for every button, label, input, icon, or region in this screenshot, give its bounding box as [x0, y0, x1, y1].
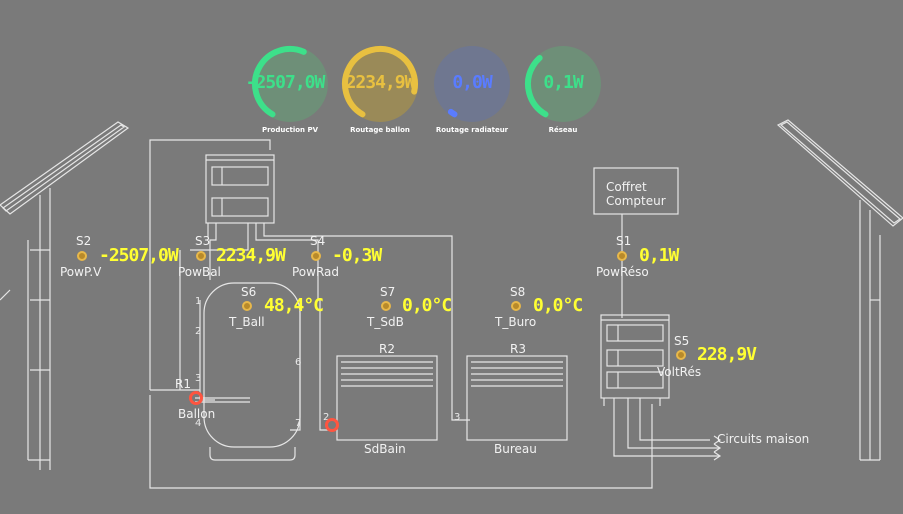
sensor-dot-icon[interactable]	[511, 301, 521, 311]
sensor-id: S1	[616, 234, 632, 248]
sensor-value: 228,9V	[697, 344, 757, 365]
gauge-ring-icon	[525, 46, 601, 122]
terminal-number: 3	[454, 412, 461, 423]
sensor-name: PowP.V	[60, 265, 102, 279]
gauge-production-pv: -2507,0W Production PV	[245, 44, 335, 134]
sensor-value: 48,4°C	[264, 295, 324, 316]
gauge-ring-icon	[252, 46, 328, 122]
terminal-number: 1	[195, 296, 202, 307]
sensor-value: -2507,0W	[99, 245, 179, 266]
gauge-value: 0,0W	[452, 72, 492, 93]
gauge-label: Production PV	[261, 126, 319, 134]
sensor-id: S5	[674, 334, 690, 348]
radiator-r2-label: R2	[379, 342, 395, 356]
sensor-dot-icon[interactable]	[196, 251, 206, 261]
gauge-label: Routage ballon	[350, 126, 410, 134]
sensor-value: 0,0°C	[402, 295, 452, 316]
gauge-ring-icon	[434, 46, 511, 122]
ballon-label: Ballon	[178, 407, 216, 421]
radiator-r3-label: R3	[510, 342, 526, 356]
terminal-number: 2	[323, 412, 330, 423]
terminal-number: 3	[195, 373, 202, 384]
gauge-label: Réseau	[548, 126, 578, 134]
sensor-id: S4	[310, 234, 326, 248]
gauge-ring-icon	[342, 46, 418, 122]
sensor-dot-icon[interactable]	[311, 251, 321, 261]
gauge-routage-radiateur: 0,0W Routage radiateur	[427, 44, 517, 134]
gauge-reseau: 0,1W Réseau	[518, 44, 608, 134]
sensor-id: S2	[76, 234, 92, 248]
sensor-name: T_SdB	[367, 315, 404, 329]
solar-panel-right-icon	[776, 119, 903, 461]
relay-r1-icon[interactable]	[189, 391, 203, 405]
sensor-dot-icon[interactable]	[617, 251, 627, 261]
sensor-value: 2234,9W	[216, 245, 286, 266]
sensor-name: PowRéso	[596, 265, 649, 279]
sensor-id: S8	[510, 285, 526, 299]
sensor-dot-icon[interactable]	[676, 350, 686, 360]
circuits-maison-label: Circuits maison	[717, 432, 810, 446]
sensor-id: S7	[380, 285, 396, 299]
terminal-number: 7	[295, 418, 302, 429]
gauge-value: -2507,0W	[245, 72, 326, 93]
sensor-name: T_Buro	[495, 315, 537, 329]
sensor-name: T_Ball	[229, 315, 265, 329]
sensor-name: VoltRés	[657, 365, 702, 379]
sensor-dot-icon[interactable]	[242, 301, 252, 311]
sensor-name: PowRad	[292, 265, 340, 279]
sensor-dot-icon[interactable]	[77, 251, 87, 261]
gauge-value: 0,1W	[543, 72, 583, 93]
sensor-value: 0,1W	[639, 245, 679, 266]
relay-r1-label: R1	[175, 377, 191, 391]
coffret-label: Coffret	[606, 180, 647, 194]
solar-panel-left-icon	[0, 121, 130, 470]
sensor-id: S6	[241, 285, 257, 299]
terminal-number: 6	[295, 357, 302, 368]
sensor-dot-icon[interactable]	[381, 301, 391, 311]
sensor-value: 0,0°C	[533, 295, 583, 316]
sdbain-label: SdBain	[364, 442, 406, 456]
sensor-value: -0,3W	[332, 245, 382, 266]
sensor-name: PowBal	[178, 265, 221, 279]
gauge-label: Routage radiateur	[435, 126, 509, 134]
sensor-id: S3	[195, 234, 211, 248]
compteur-label: Compteur	[606, 194, 666, 208]
relay-r2-icon[interactable]	[325, 418, 339, 432]
gauge-routage-ballon: 2234,9W Routage ballon	[335, 44, 425, 134]
terminal-number: 4	[195, 418, 202, 429]
terminal-number: 2	[195, 326, 202, 337]
gauge-value: 2234,9W	[345, 72, 416, 93]
bureau-label: Bureau	[494, 442, 537, 456]
